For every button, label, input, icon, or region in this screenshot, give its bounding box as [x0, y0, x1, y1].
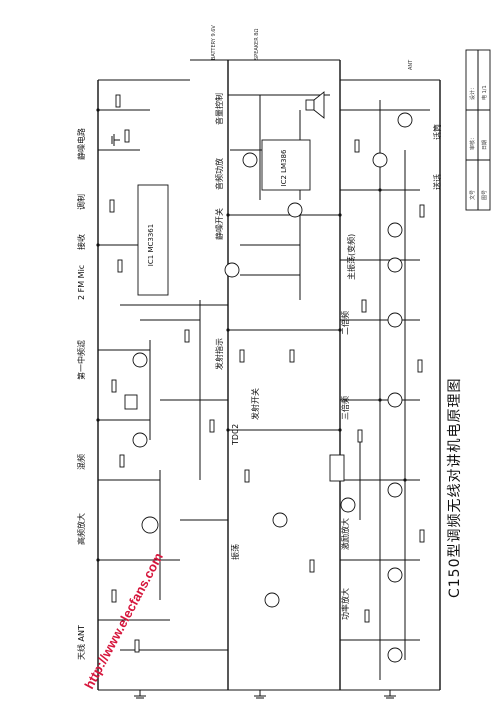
- label-doubler: 二倍频: [340, 311, 350, 335]
- bus-lines: [97, 59, 441, 691]
- title-block: 设计： 电 1/1 审核： 日期 文号 图号: [465, 49, 491, 211]
- label-mixer: 混频: [76, 454, 86, 470]
- svg-text:IC2 LM386: IC2 LM386: [280, 149, 288, 186]
- label-send: 送话: [432, 174, 442, 190]
- svg-text:IC1 MC3361: IC1 MC3361: [147, 224, 155, 266]
- label-if-filter: 第一中频滤: [76, 340, 86, 380]
- passive-components: [109, 94, 425, 653]
- label-microphone: 话筒: [432, 124, 442, 140]
- receiver-transistors: [132, 152, 303, 608]
- stage-labels: 天线 ANT 高频放大 混频 第一中频滤 2 FM Mic 接收 调制 静噪电路…: [76, 25, 442, 660]
- svg-text:文号: 文号: [469, 190, 476, 200]
- audio-wiring: [228, 94, 330, 300]
- label-tx-switch: 发射开关: [250, 388, 260, 420]
- ic2-lm386: IC2 LM386: [261, 139, 311, 191]
- watermark: http://www.elecfans.com: [81, 550, 166, 691]
- label-oscillator: 振荡: [230, 544, 240, 560]
- label-squelch: 静噪电路: [76, 128, 86, 160]
- svg-text:电 1/1: 电 1/1: [481, 85, 488, 100]
- label-ant: ANT: [408, 59, 414, 70]
- label-td02: TD02: [231, 424, 240, 446]
- svg-text:设计：: 设计：: [469, 85, 476, 100]
- svg-text:审核：: 审核：: [469, 135, 476, 150]
- label-mic: 2 FM Mic: [77, 265, 86, 300]
- svg-text:图号: 图号: [482, 190, 488, 200]
- label-power-amp: 功率放大: [340, 588, 350, 620]
- label-tx-indicator: 发射指示: [214, 338, 224, 370]
- label-main-osc: 主振荡(变频): [346, 234, 356, 280]
- label-squelch-switch: 静噪开关: [214, 208, 224, 240]
- label-speaker: SPEAKER 8Ω: [254, 29, 260, 60]
- label-battery: BATTERY 9.6V: [211, 25, 217, 60]
- svg-text:日期: 日期: [482, 140, 488, 150]
- label-volume: 音量控制: [214, 93, 224, 125]
- speaker: [305, 91, 325, 119]
- label-tripler: 三倍频: [340, 396, 350, 420]
- diagram-title: C150型调频无线对讲机电原理图: [447, 378, 463, 599]
- label-driver: 激励放大: [340, 518, 350, 550]
- transmitter-wiring: [340, 100, 430, 680]
- junction-dots: [96, 108, 407, 562]
- label-receive: 接收: [76, 234, 86, 250]
- transmitter-transistors: [340, 112, 413, 663]
- label-audio-amp: 音频功放: [214, 158, 224, 190]
- ground-symbols: [111, 134, 396, 699]
- label-modulation: 调制: [76, 194, 86, 210]
- label-rf-amp: 高频放大: [76, 513, 86, 545]
- ic1-mc3361: IC1 MC3361: [137, 184, 169, 296]
- label-antenna: 天线 ANT: [76, 625, 86, 660]
